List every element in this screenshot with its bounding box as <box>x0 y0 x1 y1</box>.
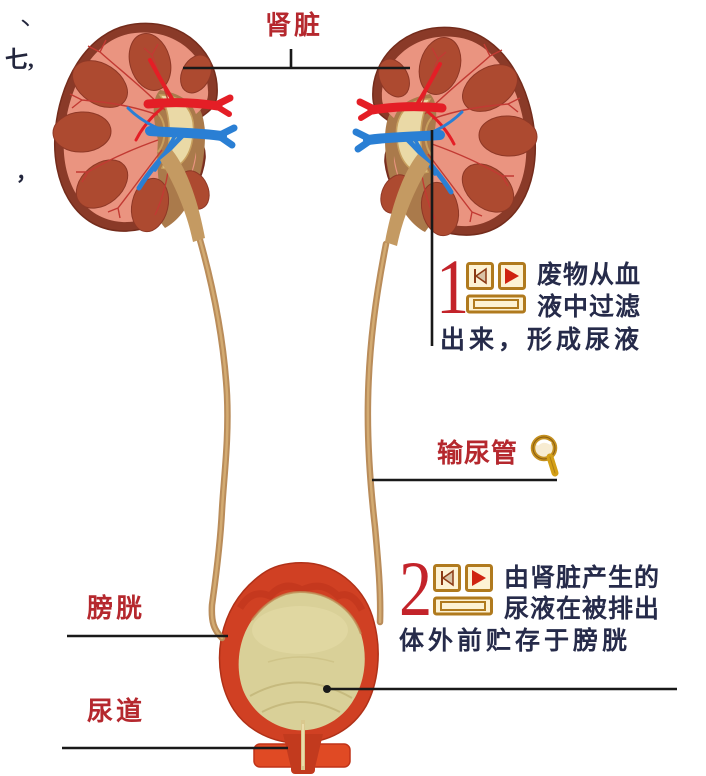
step1-text-line3: 出来，形成尿液 <box>440 327 644 354</box>
skip-back-icon[interactable] <box>433 564 461 592</box>
step1-text-line1: 废物从血 <box>537 262 642 289</box>
left-kidney-illustration <box>52 23 234 242</box>
urethra-label: 尿道 <box>87 697 146 726</box>
skip-back-icon[interactable] <box>466 262 494 290</box>
bladder-label: 膀胱 <box>87 594 146 623</box>
urethra-illustration <box>253 720 351 774</box>
frame-bar-icon[interactable] <box>466 294 526 314</box>
stray-mark-3: ， <box>16 161 37 185</box>
frame-bar-icon[interactable] <box>433 596 493 616</box>
pointer-lines <box>62 49 677 750</box>
step2-text-line1: 由肾脏产生的 <box>504 565 661 592</box>
stray-mark-1: 丶 <box>18 17 34 33</box>
ureters <box>196 236 390 642</box>
step2-playback-controls[interactable] <box>433 564 493 616</box>
right-kidney-illustration <box>356 27 538 246</box>
kidney-label: 肾脏 <box>265 11 324 40</box>
step1-text-line2: 液中过滤 <box>537 294 642 321</box>
step2-number: 2 <box>399 545 433 632</box>
bladder-pointer-dot <box>323 685 331 693</box>
play-icon[interactable] <box>498 262 526 290</box>
play-icon[interactable] <box>465 564 493 592</box>
ureter-label: 输尿管 <box>437 439 519 468</box>
step1-playback-controls[interactable] <box>466 262 526 314</box>
step2-text-line2: 尿液在被排出 <box>504 596 661 623</box>
magnifier-icon[interactable] <box>527 430 563 480</box>
step2-text-line3: 体外前贮存于膀胱 <box>399 628 632 655</box>
stray-mark-2: 七, <box>5 47 34 72</box>
step1-number: 1 <box>436 243 470 330</box>
bladder-illustration <box>218 562 379 774</box>
